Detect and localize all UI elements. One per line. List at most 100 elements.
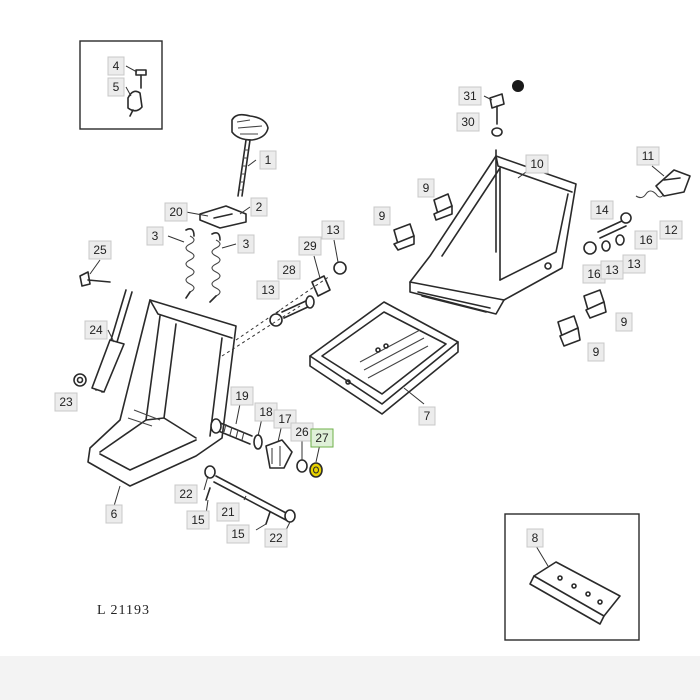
callout-24: 24 xyxy=(84,320,108,340)
callout-label: 2 xyxy=(256,200,263,214)
callout-box xyxy=(146,226,164,246)
part-16-washer-b xyxy=(620,212,632,224)
callout-box xyxy=(256,280,280,300)
part-3-spring-right xyxy=(209,232,221,303)
part-10-seat-pan xyxy=(409,149,577,315)
callout-label: 31 xyxy=(463,89,477,103)
callout-label: 23 xyxy=(59,395,73,409)
callout-label: 24 xyxy=(89,323,103,337)
callout-box xyxy=(590,200,614,220)
callout-13: 13 xyxy=(256,280,280,300)
callout-label: 13 xyxy=(627,257,641,271)
part-25-bolt xyxy=(79,271,111,287)
callout-15: 15 xyxy=(226,524,250,544)
callout-21: 21 xyxy=(216,502,240,522)
callout-2: 2 xyxy=(250,197,268,217)
part-4-screw xyxy=(135,69,147,89)
part-13-nut-mid xyxy=(333,261,347,275)
callout-22: 22 xyxy=(174,484,198,504)
callout-box xyxy=(622,254,646,274)
callout-label: 16 xyxy=(587,267,601,281)
callout-25: 25 xyxy=(88,240,112,260)
callout-box xyxy=(373,206,391,226)
part-9-pad-b xyxy=(393,223,415,251)
callout-label: 27 xyxy=(315,431,329,445)
callout-20: 20 xyxy=(164,202,188,222)
callout-box xyxy=(277,260,301,280)
callout-label: 13 xyxy=(261,283,275,297)
part-1-handle-rod xyxy=(231,113,269,197)
callout-27: 27 xyxy=(310,428,334,448)
callout-1: 1 xyxy=(259,150,277,170)
callout-label: 3 xyxy=(152,229,159,243)
part-28-pin xyxy=(281,295,315,319)
part-24-strut xyxy=(91,289,133,393)
callout-box xyxy=(226,524,250,544)
callout-label: 13 xyxy=(605,263,619,277)
callout-box xyxy=(174,484,198,504)
callout-box xyxy=(321,220,345,240)
callout-19: 19 xyxy=(230,386,254,406)
callout-16: 16 xyxy=(634,230,658,250)
callout-box xyxy=(84,320,108,340)
callout-label: 7 xyxy=(424,409,431,423)
callout-box xyxy=(54,392,78,412)
callout-box xyxy=(259,150,277,170)
callout-label: 1 xyxy=(265,153,272,167)
callout-label: 29 xyxy=(303,239,317,253)
callout-label: 4 xyxy=(113,59,120,73)
callout-label: 12 xyxy=(664,223,678,237)
part-17-knob xyxy=(265,439,293,469)
part-5-knob-cap xyxy=(127,90,143,117)
callout-label: 22 xyxy=(269,531,283,545)
callout-box xyxy=(105,504,123,524)
part-9-pad-d xyxy=(557,315,581,347)
inset-frame-bottom-right xyxy=(504,513,640,641)
part-30-washer xyxy=(491,127,503,137)
callout-label: 22 xyxy=(179,487,193,501)
callout-4: 4 xyxy=(107,56,125,76)
callout-box xyxy=(659,220,683,240)
part-29-bushing xyxy=(311,275,331,297)
callout-box xyxy=(298,236,322,256)
inset-frame-top-left xyxy=(79,40,163,130)
callout-9: 9 xyxy=(587,342,605,362)
callout-box xyxy=(615,312,633,332)
callout-box xyxy=(107,56,125,76)
callout-13: 13 xyxy=(321,220,345,240)
callout-label: 8 xyxy=(532,531,539,545)
callout-label: 15 xyxy=(191,513,205,527)
callout-box xyxy=(250,197,268,217)
callout-3: 3 xyxy=(146,226,164,246)
callout-label: 26 xyxy=(295,425,309,439)
part-20-bracket xyxy=(199,205,247,229)
callout-9: 9 xyxy=(417,178,435,198)
callout-box xyxy=(264,528,288,548)
part-9-pad-c xyxy=(583,289,607,319)
callout-box xyxy=(310,428,334,448)
callout-30: 30 xyxy=(456,112,480,132)
callout-23: 23 xyxy=(54,392,78,412)
callout-28: 28 xyxy=(277,260,301,280)
callout-box xyxy=(107,77,125,97)
callout-18: 18 xyxy=(254,402,278,422)
part-13-nut-right-a xyxy=(601,240,611,252)
callout-label: 9 xyxy=(423,181,430,195)
part-19-threaded-bolt xyxy=(210,418,253,445)
callout-7: 7 xyxy=(418,406,436,426)
callout-box xyxy=(458,86,482,106)
callout-label: 16 xyxy=(639,233,653,247)
callout-box xyxy=(216,502,240,522)
callout-label: 19 xyxy=(235,389,249,403)
callout-13: 13 xyxy=(622,254,646,274)
callout-box xyxy=(634,230,658,250)
part-11-latch-handle xyxy=(655,169,691,197)
callout-label: 20 xyxy=(169,205,183,219)
callout-label: 9 xyxy=(593,345,600,359)
callout-8: 8 xyxy=(526,528,544,548)
callout-box xyxy=(526,528,544,548)
callout-box xyxy=(525,154,549,174)
part-15-clip-left xyxy=(205,487,211,501)
callout-label: 9 xyxy=(621,315,628,329)
